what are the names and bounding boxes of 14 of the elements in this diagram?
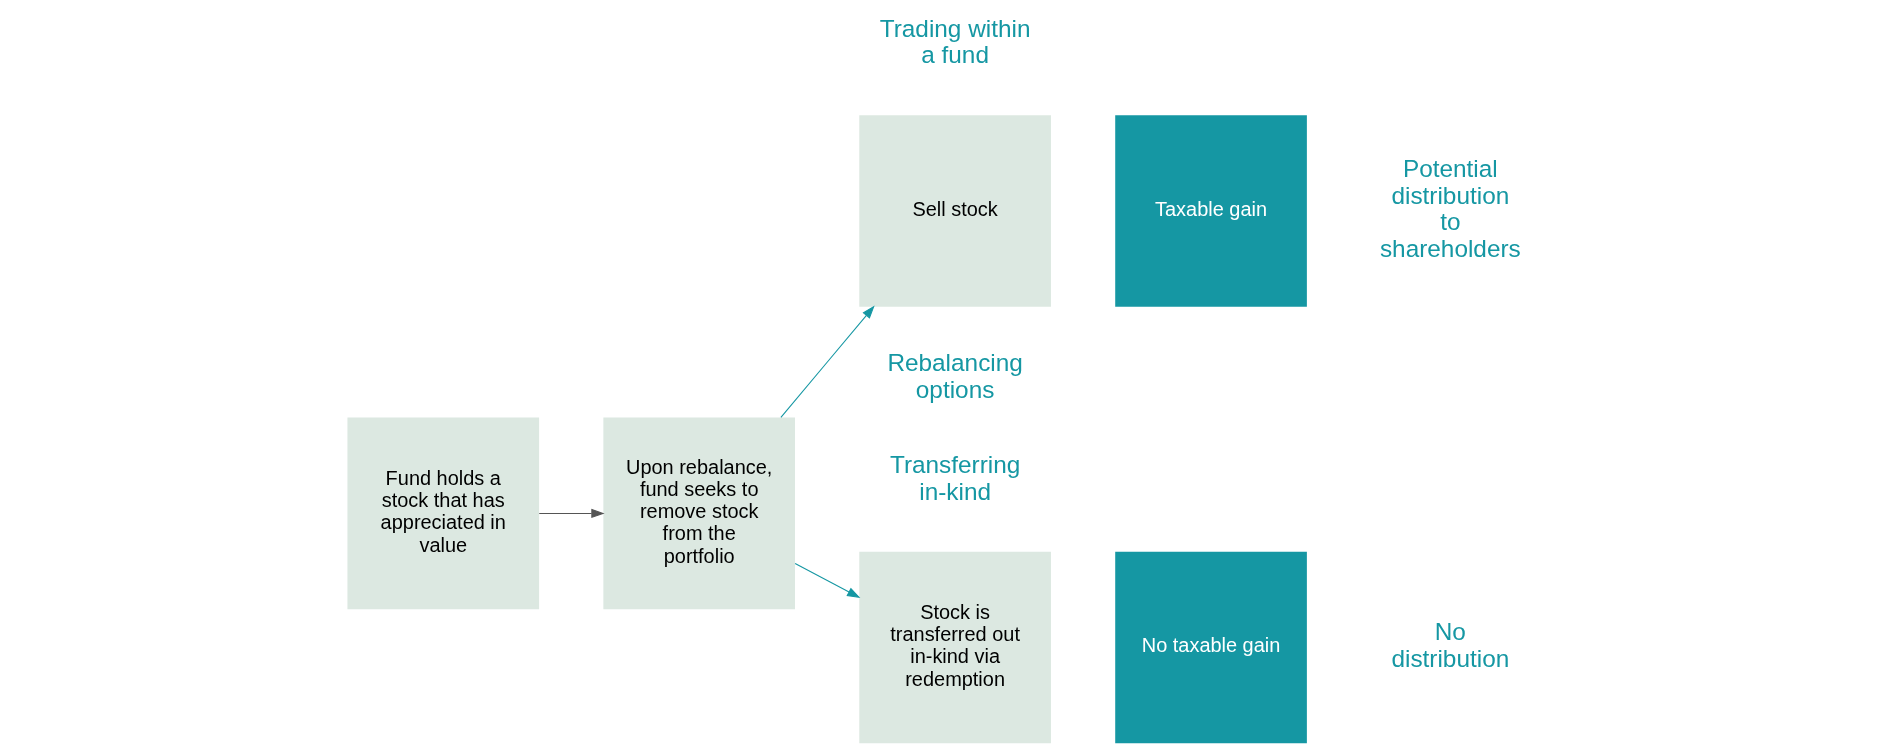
node-box: No taxable gain bbox=[1115, 551, 1307, 744]
label: Rebalancing options bbox=[887, 349, 1023, 403]
node-box: Stock is transferred out in-kind via redemption bbox=[859, 551, 1051, 744]
arrow bbox=[794, 563, 861, 598]
node-box: Fund holds a stock that has appreciated in value bbox=[347, 417, 540, 610]
label: Trading within a fund bbox=[879, 14, 1031, 69]
arrow bbox=[780, 305, 875, 418]
label: Transferring in-kind bbox=[889, 451, 1021, 505]
label: Potential distribution to shareholders bbox=[1379, 155, 1521, 263]
node-box: Taxable gain bbox=[1115, 115, 1307, 307]
arrow bbox=[538, 508, 605, 519]
node-box: Upon rebalance, fund seeks to remove stock from the portfolio bbox=[603, 417, 796, 610]
node-box: Sell stock bbox=[859, 115, 1051, 307]
label: No distribution bbox=[1391, 618, 1510, 672]
